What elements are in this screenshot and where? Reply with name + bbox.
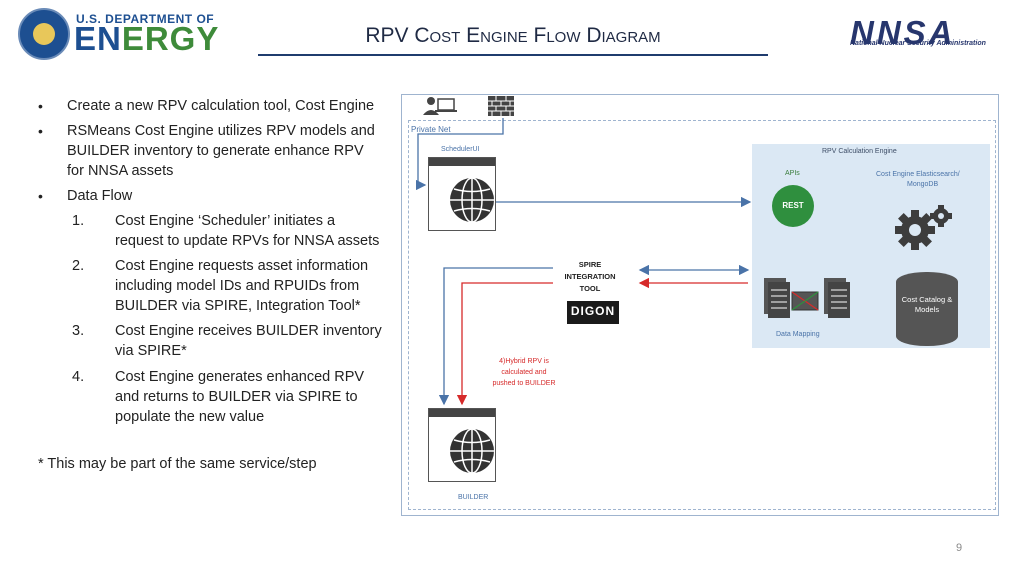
user-icon — [423, 97, 457, 115]
footnote: * This may be part of the same service/s… — [38, 456, 317, 472]
step-2-line-2: including model IDs and RPUIDs from — [115, 278, 360, 294]
cost-catalog-line-1: Cost Catalog & — [901, 295, 953, 304]
doe-logo-wordmark: ENERGY — [74, 20, 219, 58]
bullet-2-line-3: for NNSA assets — [67, 163, 174, 179]
spire-label: SPIRE INTEGRATION TOOL — [555, 259, 625, 295]
step-4-line-3: populate the new value — [115, 409, 265, 425]
step-2-number: 2. — [72, 258, 85, 274]
step-4-line-2: and returns to BUILDER via SPIRE to — [115, 389, 358, 405]
step-3-line-2: via SPIRE* — [115, 343, 187, 359]
bullet-2-line-1: RSMeans Cost Engine utilizes RPV models … — [67, 123, 375, 139]
spire-line-1: SPIRE — [578, 260, 602, 269]
title-underline — [258, 54, 768, 56]
bullet-dot: • — [38, 123, 43, 139]
nnsa-logo-subtitle: National Nuclear Security Administration — [850, 40, 986, 47]
gear-icon — [895, 205, 952, 250]
digon-logo: DIGON — [567, 301, 619, 324]
step-2-line-3: BUILDER via SPIRE, Integration Tool* — [115, 298, 361, 314]
spire-line-3: TOOL — [579, 284, 601, 293]
step-1-line-1: Cost Engine ‘Scheduler’ initiates a — [115, 213, 336, 229]
diagram-frame — [401, 94, 999, 516]
hybrid-note-line-1: 4)Hybrid RPV is — [499, 358, 549, 365]
bullet-1: Create a new RPV calculation tool, Cost … — [67, 98, 375, 114]
rest-api-badge: REST — [772, 185, 814, 227]
data-mapping-icon — [764, 278, 850, 318]
doe-logo-small-text: U.S. DEPARTMENT OF — [76, 12, 215, 26]
slide-title: RPV Cost Engine Flow Diagram — [365, 24, 661, 47]
apis-label: APIs — [785, 170, 800, 177]
cost-catalog-label: Cost Catalog &Models — [892, 295, 962, 315]
arrow-red-to-builder — [456, 282, 553, 406]
step-4-line-1: Cost Engine generates enhanced RPV — [115, 369, 365, 385]
bullet-dot: • — [38, 188, 43, 204]
arrow-user-to-scheduler — [415, 118, 504, 191]
doe-logo-part-a: EN — [74, 20, 122, 57]
step-2-line-1: Cost Engine requests asset information — [115, 258, 369, 274]
step-1-number: 1. — [72, 213, 85, 229]
step-3-line-1: Cost Engine receives BUILDER inventory — [115, 323, 382, 339]
scheduler-ui-label: SchedulerUI — [441, 146, 480, 153]
spire-line-2: INTEGRATION — [564, 272, 616, 281]
cost-catalog-line-2: Models — [914, 305, 940, 314]
elasticsearch-label-line-2: MongoDB — [907, 181, 939, 188]
firewall-icon — [488, 96, 514, 116]
hybrid-note-line-2: calculated and — [501, 369, 547, 376]
doe-logo-part-b: ERGY — [121, 20, 220, 57]
bullet-2-line-2: BUILDER inventory to generate enhance RP… — [67, 143, 364, 159]
arrow-spire-to-builder — [438, 267, 553, 406]
hybrid-rpv-note: 4)Hybrid RPV is calculated and pushed to… — [480, 356, 568, 389]
private-net-label: Private Net — [411, 125, 451, 134]
step-1-line-2: request to update RPVs for NNSA assets — [115, 233, 380, 249]
rpv-calc-engine-label: RPV Calculation Engine — [822, 148, 897, 155]
bullet-3: Data Flow — [67, 188, 133, 204]
elasticsearch-label-line-1: Cost Engine Elasticsearch/ — [876, 171, 960, 178]
hybrid-note-line-3: pushed to BUILDER — [492, 380, 556, 387]
globe-icon — [450, 177, 494, 223]
globe-icon — [450, 428, 494, 474]
bullet-dot: • — [38, 98, 43, 114]
builder-label: BUILDER — [458, 494, 489, 501]
step-4-number: 4. — [72, 369, 85, 385]
step-3-number: 3. — [72, 323, 85, 339]
private-net-boundary — [408, 120, 996, 510]
page-number: 9 — [956, 542, 963, 554]
data-mapping-label: Data Mapping — [776, 331, 820, 338]
nnsa-logo: NNSA — [850, 14, 956, 51]
database-icon — [896, 272, 958, 346]
doe-seal-logo — [18, 8, 70, 60]
